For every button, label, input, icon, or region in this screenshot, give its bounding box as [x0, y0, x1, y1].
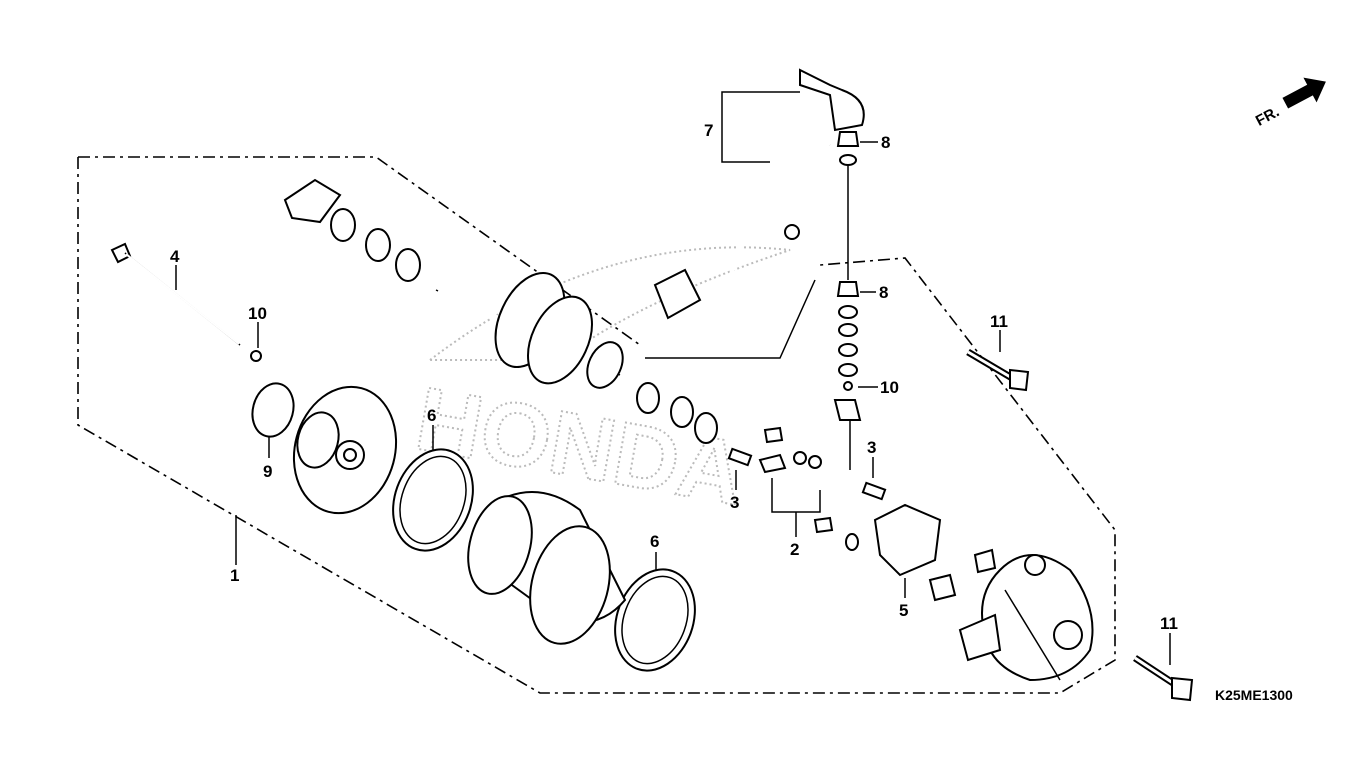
washer-10	[250, 350, 262, 362]
watermark-wing	[427, 246, 791, 361]
front-arrow-icon: FR.	[1253, 77, 1326, 130]
callout-2: 2	[790, 540, 799, 559]
washers	[330, 208, 718, 444]
callout-10: 10	[880, 378, 899, 397]
callout-6: 6	[427, 406, 436, 425]
callout-9: 9	[263, 462, 272, 481]
armature	[435, 271, 624, 389]
lock-plate	[283, 178, 342, 224]
callout-11: 11	[990, 312, 1008, 331]
callout-5: 5	[899, 601, 908, 620]
brush-parts	[727, 426, 997, 602]
terminal-stack	[833, 131, 862, 470]
front-marker-label: FR.	[1253, 103, 1282, 129]
seal-ring	[392, 448, 474, 552]
callout-8: 8	[879, 283, 888, 302]
assembly-outline	[77, 156, 1116, 694]
o-ring	[251, 382, 295, 438]
callout-3: 3	[730, 493, 739, 512]
diagram-code: K25ME1300	[1215, 687, 1293, 703]
front-cover	[292, 385, 398, 515]
bolt-11	[1133, 655, 1194, 702]
bolt-11	[966, 348, 1030, 392]
long-bolt	[110, 242, 241, 346]
callout-11: 11	[1160, 614, 1178, 633]
leader-lines	[175, 91, 1171, 665]
callout-7: 7	[704, 121, 713, 140]
callout-6: 6	[650, 532, 659, 551]
callout-10: 10	[248, 304, 267, 323]
motor-yoke	[467, 491, 627, 645]
cable-harness	[645, 68, 865, 359]
callout-1: 1	[230, 566, 239, 585]
rear-cover	[958, 554, 1094, 682]
callout-8: 8	[881, 133, 890, 152]
callout-3: 3	[867, 438, 876, 457]
callout-4: 4	[170, 247, 180, 266]
seal-ring	[614, 568, 696, 672]
